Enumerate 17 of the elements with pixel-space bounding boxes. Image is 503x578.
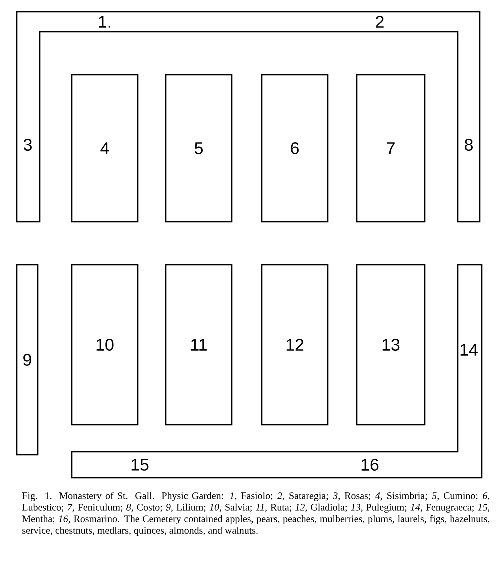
- garden-bed: 9: [16, 264, 39, 456]
- bed-number: 15: [132, 459, 149, 471]
- bed-number: 14: [460, 344, 478, 356]
- garden-bed: 5: [165, 74, 233, 223]
- garden-bed: 4: [71, 74, 139, 223]
- garden-bed: 13: [356, 264, 426, 426]
- garden-bed: 7: [356, 74, 426, 223]
- garden-bed: 12: [261, 264, 329, 426]
- bed-number: 3: [24, 139, 32, 151]
- bed-number: 2: [376, 16, 384, 28]
- garden-bed: 10: [71, 264, 139, 426]
- bed-number: 8: [465, 139, 473, 151]
- bed-number: 16: [362, 459, 379, 471]
- caption: Fig. 1. Monastery of St. Gall. Physic Garden: 1, Fasiolo; 2, Sataregia; 3, Rosas; 4, Sisimbria; 5, Cumino; 6, Lubestico; 7, Feniculum; 8, Costo; 9, Lilium; 10, Salvia; 11, Ruta; 12, Gladiola; 13, Pulegium; 14, Fenugraeca; 15, Mentha; 16, Rosmarino. The Cemetery contained apples, pears, peaches, mulberries, plums, laurels, figs, hazelnuts, service, chestnuts, medlars, quinces, almonds, and walnuts.: [22, 492, 490, 536]
- garden-bed: 11: [165, 264, 233, 426]
- garden-bed: 6: [261, 74, 329, 223]
- bed-number: 1.: [99, 16, 110, 28]
